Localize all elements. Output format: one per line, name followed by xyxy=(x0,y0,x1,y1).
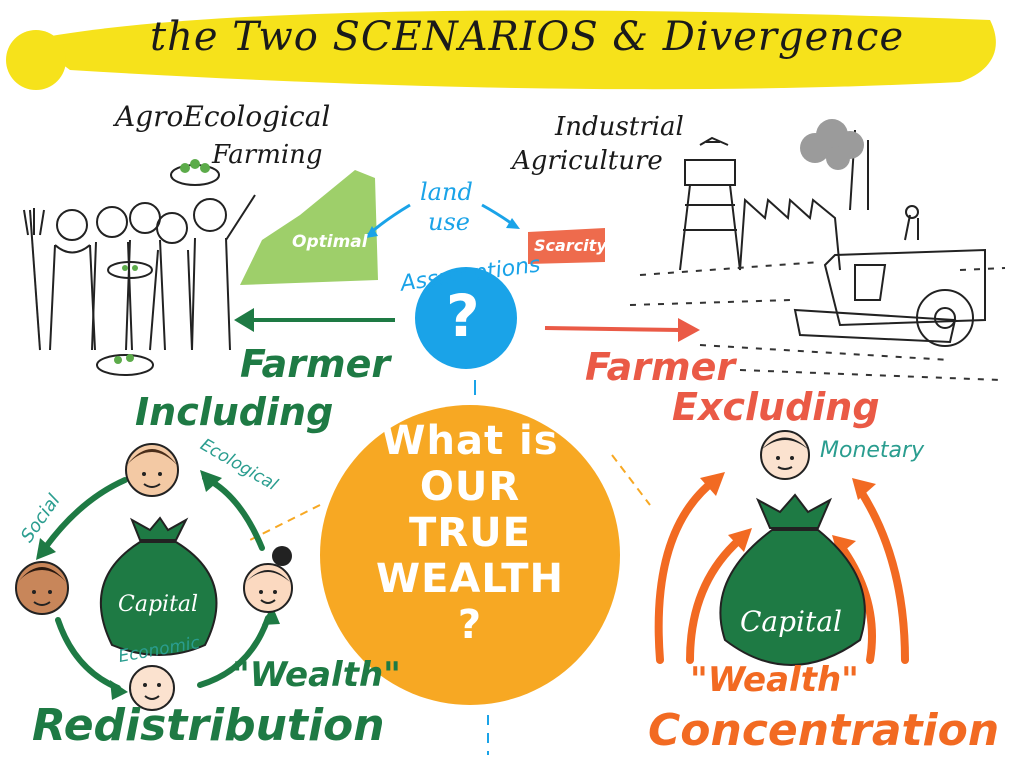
optimal-label: Optimal xyxy=(292,232,368,252)
dashed-connector-right xyxy=(611,454,651,506)
land-use-label-line1: land xyxy=(420,178,473,206)
right-heading-line2: Agriculture xyxy=(512,146,663,176)
capital-label-left: Capital xyxy=(118,592,199,617)
left-heading-line2: Farming xyxy=(212,140,323,170)
face-top xyxy=(125,443,179,497)
right-heading-line1: Industrial xyxy=(555,112,684,142)
farmer-excluding-line1: Farmer xyxy=(585,345,736,389)
question-line-4: WEALTH xyxy=(375,556,565,602)
capital-bag-left xyxy=(99,516,218,656)
question-line-5: ? xyxy=(457,602,483,648)
industrial-sketch xyxy=(679,129,986,347)
land-use-arrow-right-head xyxy=(506,218,520,229)
capital-label-right: Capital xyxy=(740,605,842,638)
face-left xyxy=(15,561,69,615)
face-right xyxy=(243,546,293,613)
smoke-cloud xyxy=(800,119,864,170)
monetary-label: Monetary xyxy=(820,438,925,463)
farmer-excluding-line2: Excluding xyxy=(672,385,880,429)
land-use-label-line2: use xyxy=(428,208,470,236)
face-bottom xyxy=(129,665,175,711)
true-wealth-question: What is OUR TRUE WEALTH ? xyxy=(320,418,620,648)
assumptions-question-mark: ? xyxy=(446,282,480,350)
title-banner xyxy=(30,10,996,90)
concentration-label: Concentration xyxy=(648,705,1000,756)
true-wealth-circle xyxy=(320,405,620,705)
redistribution-label: Redistribution xyxy=(32,700,385,751)
farmer-including-line1: Farmer xyxy=(240,342,391,386)
question-line-1: What is xyxy=(381,418,559,464)
plants-leaves xyxy=(114,159,210,364)
left-heading-line1: AgroEcological xyxy=(115,100,331,133)
face-monetary xyxy=(760,430,810,480)
field-rows xyxy=(629,261,1006,381)
land-use-arrow-left-head xyxy=(366,226,378,238)
scarcity-land-shape xyxy=(528,228,605,264)
assumptions-circle xyxy=(416,268,516,368)
capital-bag-right xyxy=(719,493,866,666)
page-title: the Two SCENARIOS & Divergence xyxy=(150,14,905,60)
farmer-excluding-arrow xyxy=(544,326,681,332)
banner-sun xyxy=(6,30,66,90)
wealth-label-left: "Wealth" xyxy=(232,655,401,695)
farmers-group-sketch xyxy=(23,164,256,376)
scarcity-label: Scarcity xyxy=(534,236,607,255)
wealth-label-right: "Wealth" xyxy=(690,660,859,700)
optimal-land-shape xyxy=(240,170,378,285)
dashed-connector-left xyxy=(249,504,321,541)
question-line-2: OUR xyxy=(419,464,521,510)
concentration-arrows xyxy=(654,476,909,664)
farmer-including-line2: Including xyxy=(135,390,334,434)
question-line-3: TRUE xyxy=(409,510,531,556)
